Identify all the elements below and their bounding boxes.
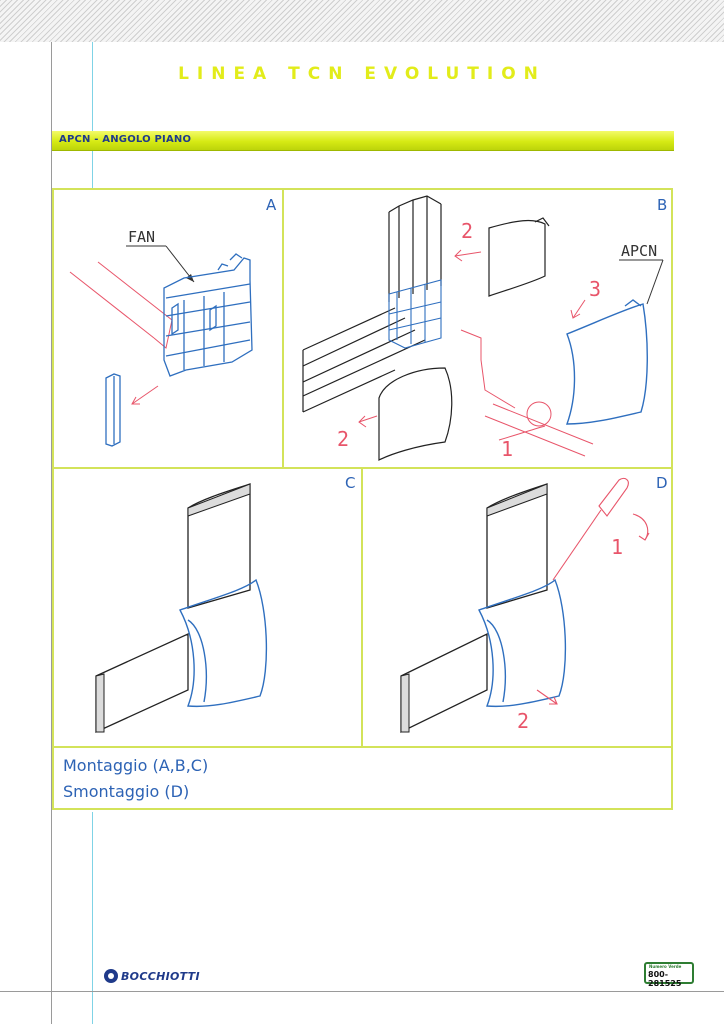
margin-line-cyan-top — [92, 42, 93, 188]
toll-free-badge: Numero Verde 800-281525 — [644, 962, 694, 988]
footer-rule — [0, 991, 724, 992]
brand-mark-icon — [104, 969, 118, 983]
panel-a-arrow — [131, 385, 159, 405]
trunking-end-caps-c — [95, 483, 251, 733]
panel-a-drawing: FAN — [69, 228, 253, 447]
section-header-bar: APCN - ANGOLO PIANO — [52, 131, 674, 151]
trunking-end-caps-d — [400, 483, 548, 733]
page-title: LINEA TCN EVOLUTION — [178, 64, 546, 84]
assembled-corner-d — [400, 483, 548, 734]
panel-d-letter: D — [656, 474, 668, 492]
panel-c-drawing — [95, 483, 268, 734]
panel-c-letter: C — [345, 474, 356, 492]
cover-piece-bottom-drawing — [378, 367, 453, 461]
b-step-2-top: 2 — [461, 219, 473, 243]
cover-piece-top-drawing — [488, 217, 550, 297]
corner-cover-c — [178, 578, 268, 708]
panel-b-letter: B — [657, 196, 668, 214]
small-insert-drawing — [105, 373, 121, 447]
section-title: APCN - ANGOLO PIANO — [59, 134, 192, 145]
panel-d-drawing: 1 2 — [400, 477, 650, 734]
brand-name: BOCCHIOTTI — [121, 969, 200, 983]
margin-line-cyan-bottom — [92, 812, 93, 1024]
panel-a-letter: A — [266, 196, 277, 214]
caption-disassembly: Smontaggio (D) — [63, 782, 190, 801]
b-step-3: 3 — [589, 277, 601, 301]
d-step-1: 1 — [611, 535, 623, 559]
panel-b-drawing: APCN 2 3 2 1 — [302, 195, 664, 461]
toll-free-label: Numero Verde — [649, 964, 682, 969]
b-step-1: 1 — [501, 437, 513, 461]
screwdriver-drawing — [536, 477, 650, 705]
insertion-tool-drawing — [69, 261, 173, 349]
toll-free-number: 800-281525 — [648, 970, 682, 988]
trunking-joint-drawing — [388, 279, 442, 349]
b-step-2-bottom: 2 — [337, 427, 349, 451]
brand-logo: BOCCHIOTTI — [104, 968, 200, 984]
apcn-component-drawing — [566, 299, 648, 425]
fan-component-drawing — [163, 253, 253, 377]
margin-line-gray — [51, 42, 52, 1024]
panel-divider-horizontal-2 — [52, 746, 673, 748]
caption-assembly: Montaggio (A,B,C) — [63, 756, 209, 775]
d-step-2: 2 — [517, 709, 529, 733]
panel-divider-vertical-top — [282, 188, 284, 468]
panel-divider-vertical-bottom — [361, 468, 363, 747]
apcn-callout-label: APCN — [621, 242, 657, 260]
assembled-corner-c — [95, 483, 251, 734]
panel-b-step-arrows — [358, 249, 594, 457]
header-hatch-band — [0, 0, 724, 42]
corner-cover-d — [477, 578, 567, 708]
trunking-corner-drawing — [302, 195, 442, 413]
fan-callout-label: FAN — [128, 228, 155, 246]
